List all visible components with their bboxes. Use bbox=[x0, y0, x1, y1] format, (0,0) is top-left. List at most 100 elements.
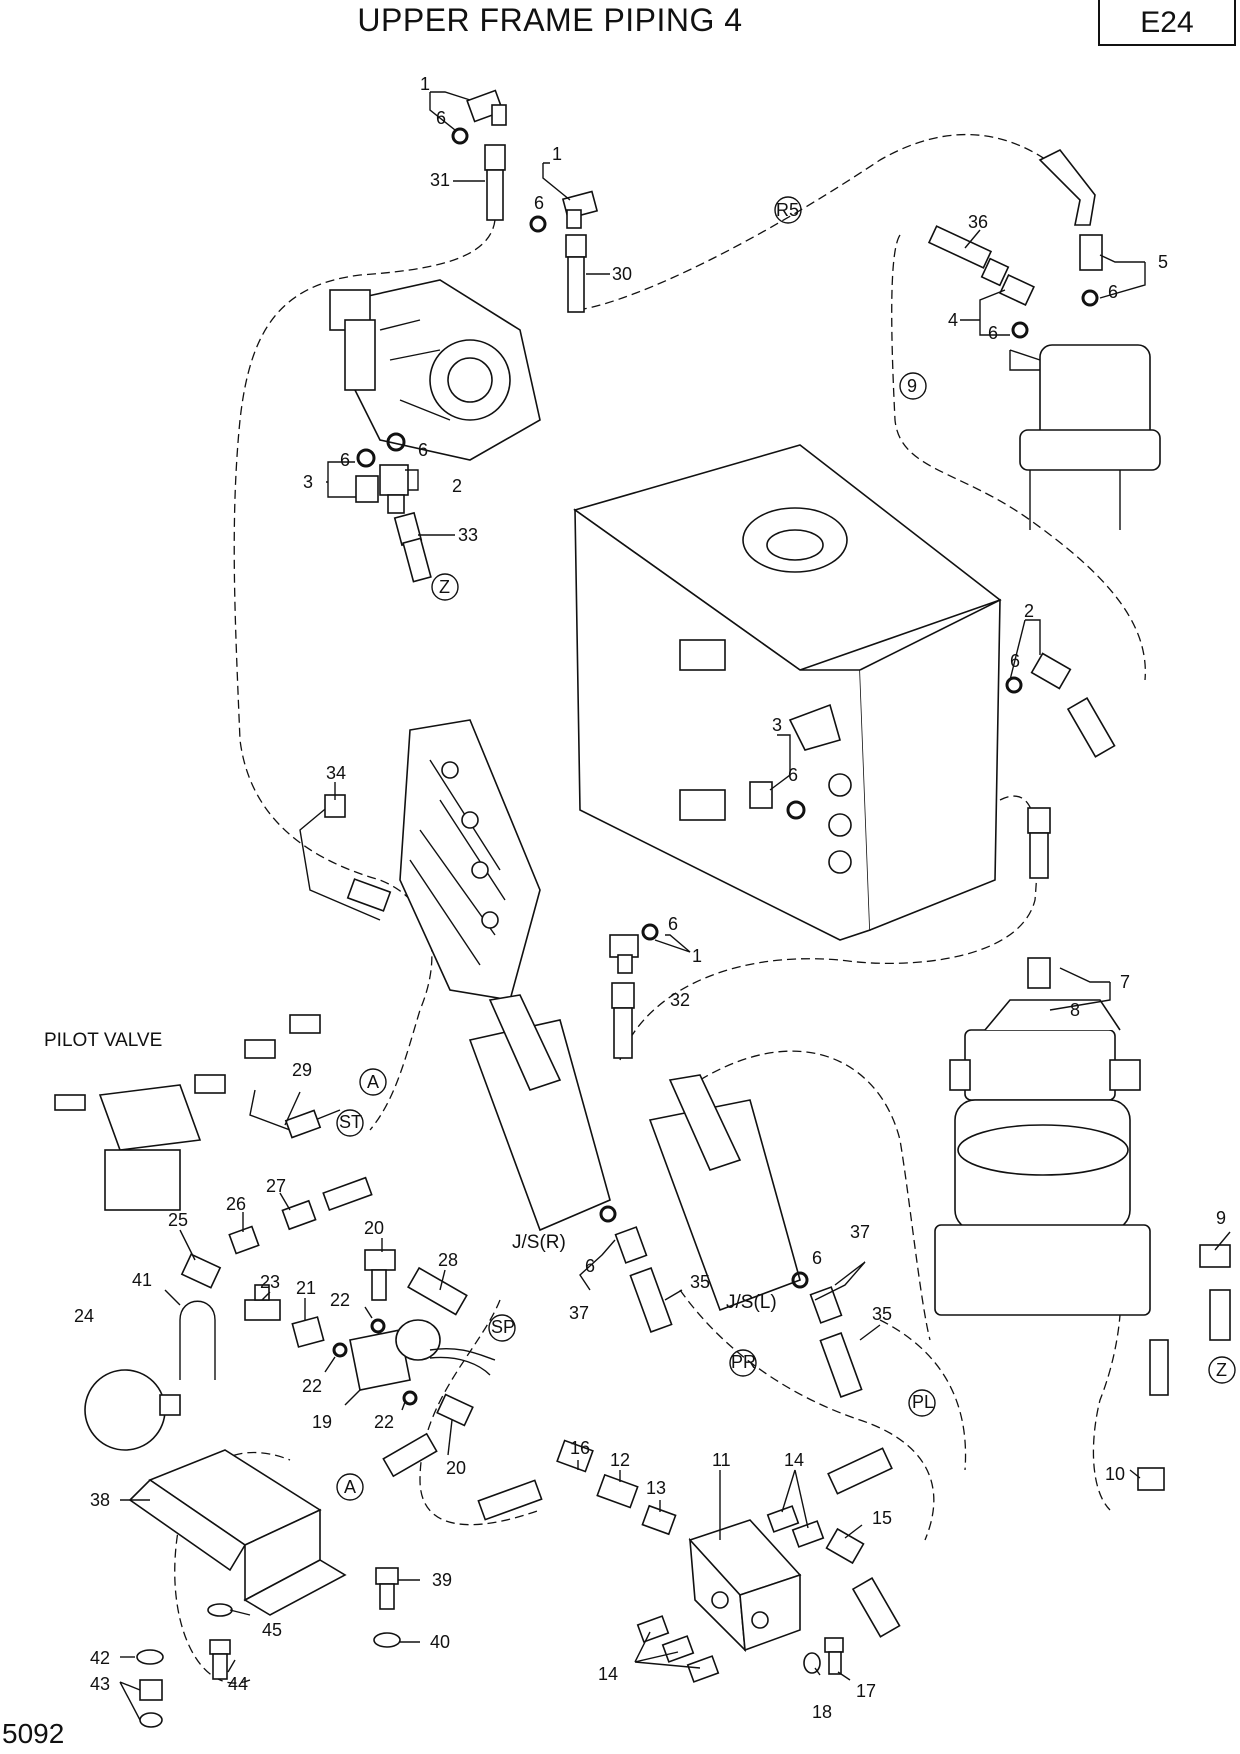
callout: 30 bbox=[612, 264, 632, 284]
fitting-15-elbow bbox=[825, 1527, 865, 1565]
callout: 38 bbox=[90, 1490, 110, 1510]
u-bolt-41 bbox=[179, 1300, 216, 1380]
pilot-valve bbox=[54, 1084, 202, 1211]
callout: 1 bbox=[552, 144, 562, 164]
o-ring-6c bbox=[356, 448, 376, 468]
solenoid-valve-19 bbox=[349, 1319, 496, 1391]
hose-33 bbox=[393, 511, 432, 583]
connector-markers bbox=[336, 196, 1236, 1501]
hydraulic-tank bbox=[573, 444, 1002, 941]
hose-14-top bbox=[827, 1447, 893, 1495]
callout: 6 bbox=[418, 440, 428, 460]
callout: 6 bbox=[812, 1248, 822, 1268]
callout: 42 bbox=[90, 1648, 110, 1668]
callout: 22 bbox=[374, 1412, 394, 1432]
callout: 19 bbox=[312, 1412, 332, 1432]
hose-route-r5 bbox=[577, 133, 1061, 311]
callout: 26 bbox=[226, 1194, 246, 1214]
hydraulic-pump bbox=[329, 279, 541, 461]
o-ring-6j bbox=[599, 1205, 617, 1223]
hose-30 bbox=[565, 234, 587, 313]
fitting-4-elbow bbox=[999, 273, 1035, 307]
callout: 28 bbox=[438, 1250, 458, 1270]
hose-to-a2 bbox=[382, 1432, 438, 1478]
bracket-38 bbox=[128, 1449, 347, 1616]
fitting-25-elbow bbox=[180, 1253, 222, 1289]
washer-40 bbox=[373, 1632, 401, 1648]
label-pilot-valve: PILOT VALVE bbox=[44, 1030, 162, 1051]
callout: 18 bbox=[812, 1702, 832, 1722]
plug-3a bbox=[355, 475, 379, 503]
callout: 25 bbox=[168, 1210, 188, 1230]
callout: 8 bbox=[1070, 1000, 1080, 1020]
callout: 31 bbox=[430, 170, 450, 190]
fitting-21 bbox=[291, 1316, 325, 1348]
fitting-9-elbow bbox=[1199, 1244, 1231, 1341]
pipe-34 bbox=[299, 794, 392, 921]
callout: 14 bbox=[784, 1450, 804, 1470]
o-ring-6b bbox=[529, 215, 547, 233]
callout: 1 bbox=[420, 74, 430, 94]
connector-pr: PR bbox=[731, 1352, 756, 1372]
callout: 6 bbox=[436, 108, 446, 128]
callout: 27 bbox=[266, 1176, 286, 1196]
callout: 36 bbox=[968, 212, 988, 232]
fittings-14 bbox=[636, 1505, 825, 1683]
o-ring-6f bbox=[1081, 289, 1099, 307]
manifold-11 bbox=[688, 1519, 802, 1653]
fitting-16-elbow bbox=[556, 1439, 594, 1473]
hose-35a bbox=[629, 1267, 673, 1333]
o-ring-22c bbox=[402, 1390, 418, 1406]
callout: 37 bbox=[569, 1303, 589, 1323]
label-js-l: J/S(L) bbox=[726, 1292, 777, 1313]
hose-36 bbox=[927, 225, 1010, 287]
cylinder-top-right bbox=[1009, 344, 1161, 530]
fitting-12 bbox=[596, 1473, 639, 1509]
callout: 3 bbox=[772, 715, 782, 735]
callout: 39 bbox=[432, 1570, 452, 1590]
pilot-fittings bbox=[194, 1014, 321, 1094]
fitting-20b-elbow bbox=[436, 1393, 474, 1427]
connector-a-top: A bbox=[367, 1072, 379, 1092]
o-ring-6h bbox=[786, 800, 806, 820]
joystick-right bbox=[468, 994, 611, 1232]
callout: 13 bbox=[646, 1478, 666, 1498]
joystick-left bbox=[648, 1074, 801, 1312]
callout: 44 bbox=[228, 1674, 248, 1694]
callout: 16 bbox=[570, 1438, 590, 1458]
connector-r5: R5 bbox=[776, 200, 799, 220]
callout: 35 bbox=[690, 1272, 710, 1292]
hose-31 bbox=[484, 144, 506, 221]
callout: 40 bbox=[430, 1632, 450, 1652]
fitting-20a-elbow bbox=[364, 1249, 396, 1301]
callout: 7 bbox=[1120, 972, 1130, 992]
callout: 6 bbox=[668, 914, 678, 934]
o-ring-6d bbox=[386, 432, 406, 452]
accumulator-24 bbox=[84, 1369, 181, 1451]
bolt-17 bbox=[824, 1637, 844, 1675]
fitting-27 bbox=[281, 1176, 373, 1231]
hose-2b bbox=[1066, 697, 1116, 758]
hose-r5-elbow bbox=[1038, 148, 1096, 226]
fitting-23-tee bbox=[244, 1284, 281, 1321]
washer-18 bbox=[803, 1652, 821, 1674]
callout: 20 bbox=[364, 1218, 384, 1238]
callout: 37 bbox=[850, 1222, 870, 1242]
callout: 43 bbox=[90, 1674, 110, 1694]
tee-2a bbox=[379, 464, 409, 514]
fitting-1c-elbow bbox=[609, 934, 639, 974]
hose-route-sp bbox=[419, 1299, 541, 1526]
page-number: 5092 bbox=[2, 1718, 65, 1749]
callout: 21 bbox=[296, 1278, 316, 1298]
hose-route-pr bbox=[679, 1289, 935, 1541]
washer-45 bbox=[207, 1603, 233, 1617]
callout: 32 bbox=[670, 990, 690, 1010]
callout: 29 bbox=[292, 1060, 312, 1080]
o-ring-22b bbox=[332, 1342, 348, 1358]
callout: 41 bbox=[132, 1270, 152, 1290]
connector-sp: SP bbox=[491, 1317, 515, 1337]
part-callouts: 1 6 31 1 6 30 6 6 3 2 33 36 4 6 5 6 2 6 … bbox=[74, 74, 1226, 1722]
hose-route-joystick bbox=[699, 1050, 931, 1341]
callout: 6 bbox=[534, 193, 544, 213]
label-js-r: J/S(R) bbox=[512, 1232, 566, 1253]
